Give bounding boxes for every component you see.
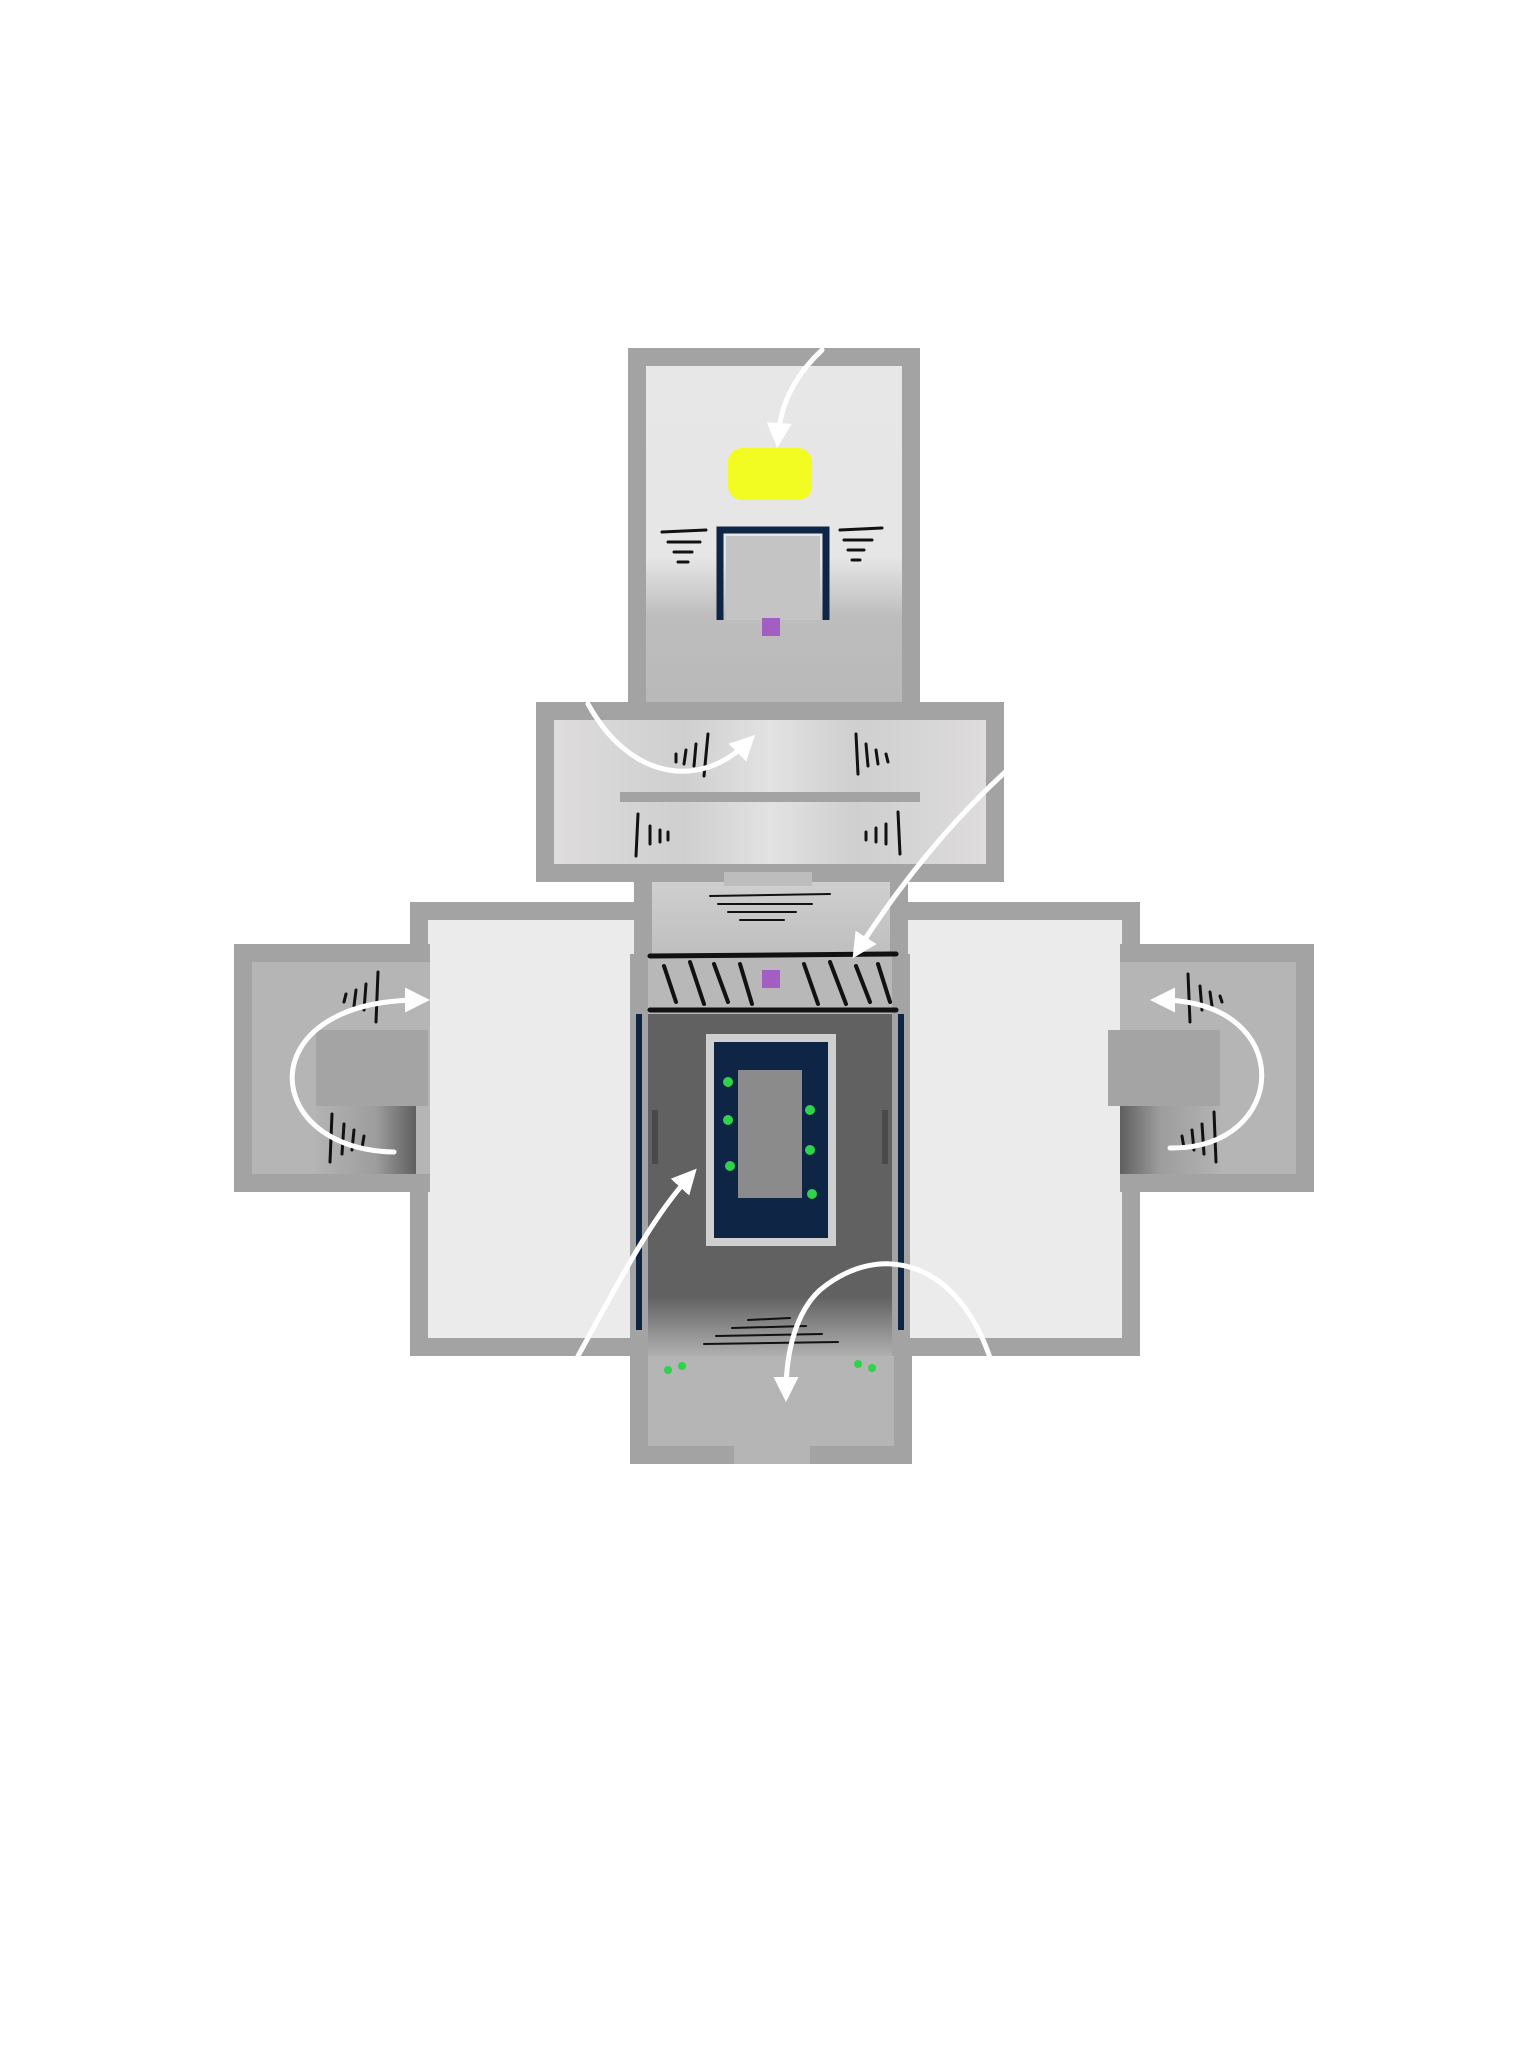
green-lights [664, 1077, 876, 1374]
green-light [678, 1362, 686, 1370]
arrow-left-alcove [289, 987, 430, 1155]
upper-hall [536, 702, 1004, 882]
bottom-exit [630, 1356, 912, 1464]
green-light [868, 1364, 876, 1372]
arrow-diagonal-to-hatch [852, 761, 1017, 959]
green-light [723, 1115, 733, 1125]
right-wing [890, 902, 1140, 1356]
right-alcove [1108, 944, 1314, 1192]
left-alcove [234, 944, 430, 1192]
arrow-right-alcove [1150, 987, 1265, 1151]
purple-marker-top [762, 618, 780, 636]
green-light [805, 1105, 815, 1115]
green-light [723, 1077, 733, 1087]
green-light [725, 1161, 735, 1171]
left-wing [410, 902, 650, 1356]
arrow-top-entry [766, 347, 825, 448]
green-light [854, 1360, 862, 1368]
arrow-bottom-loop [773, 1261, 995, 1402]
green-light [805, 1145, 815, 1155]
hatch-marks [328, 526, 1224, 1345]
player-marker [728, 448, 812, 500]
green-light [664, 1366, 672, 1374]
upper-corridor [634, 864, 908, 964]
central-chamber [630, 954, 910, 1356]
green-light [807, 1189, 817, 1199]
arrow-into-chamber [575, 1168, 697, 1359]
purple-marker-center [762, 970, 780, 988]
arrow-upper-hall-curve [585, 701, 756, 774]
route-arrows [289, 347, 1265, 1402]
